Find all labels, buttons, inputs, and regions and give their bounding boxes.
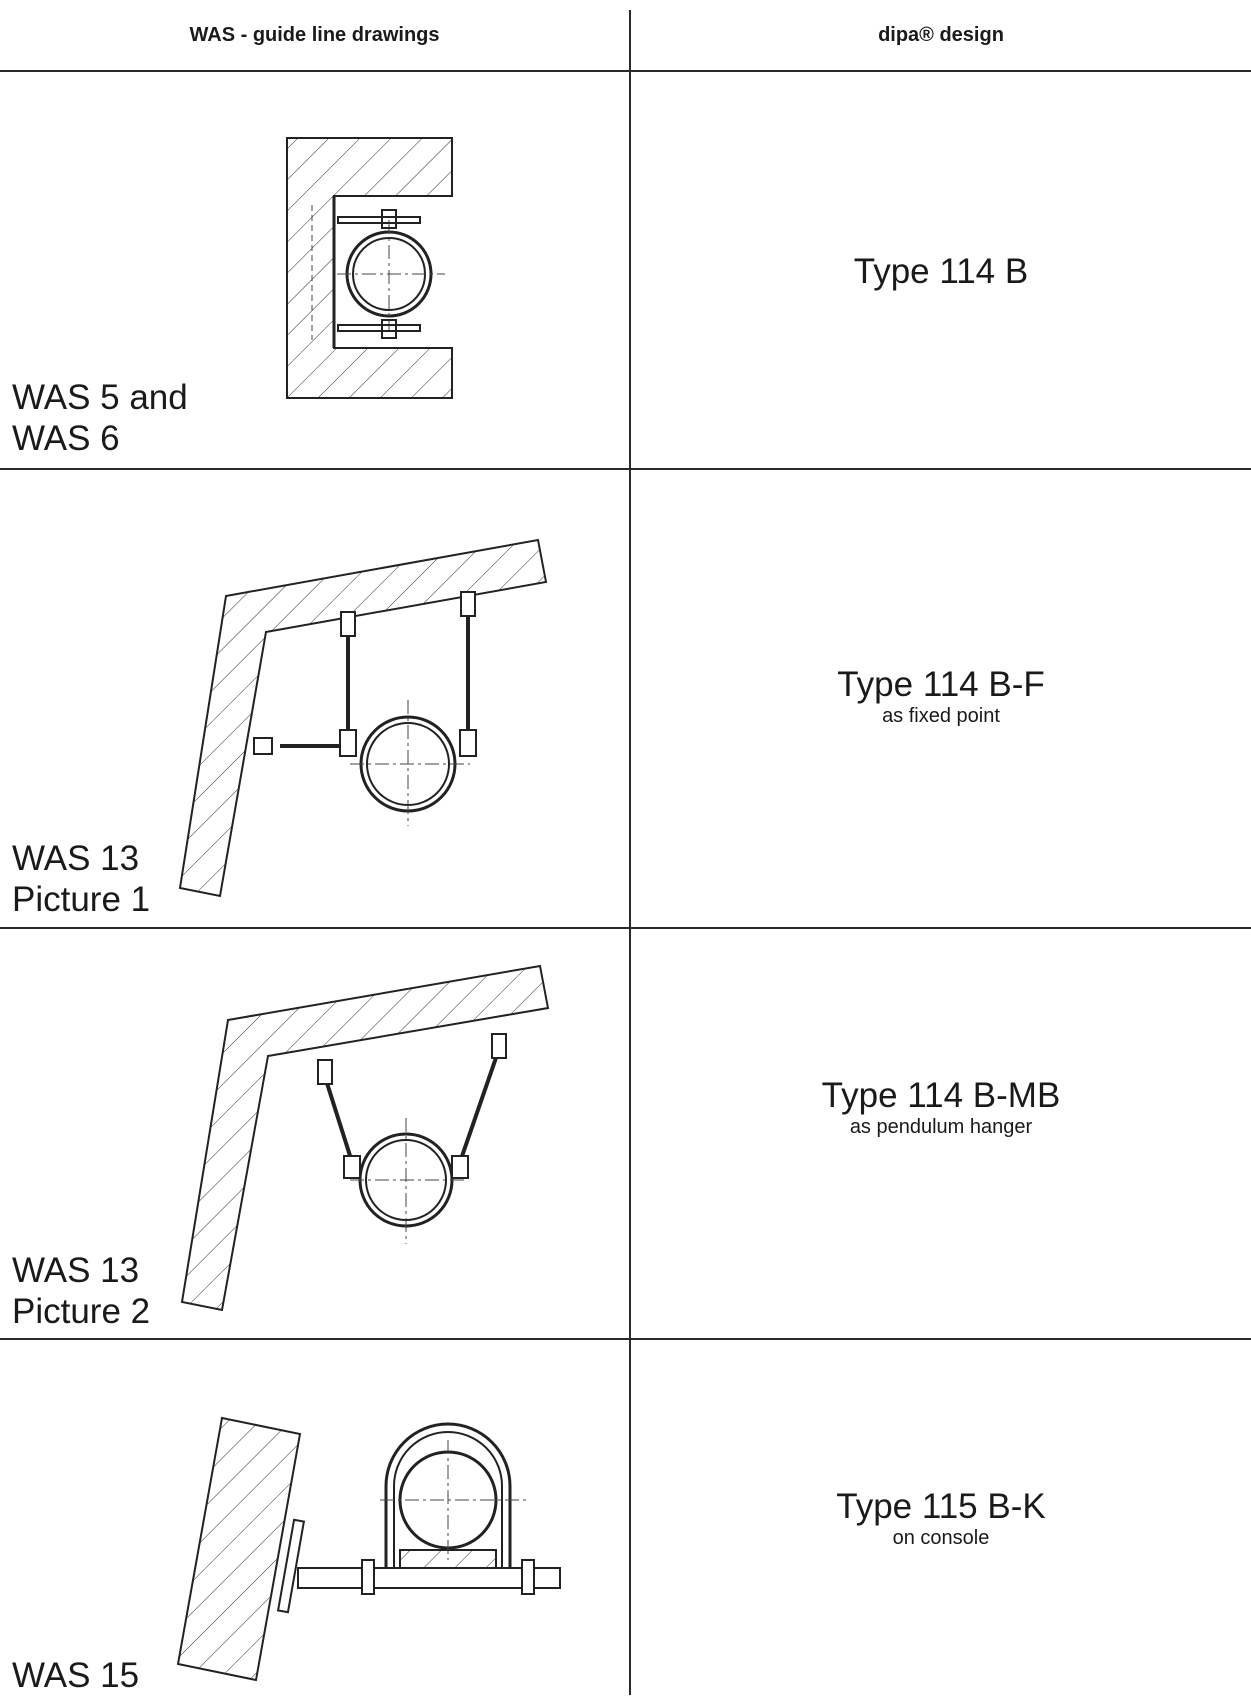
row-1-label-line-1: WAS 5 and <box>12 378 188 417</box>
row-1-label-line-2: WAS 6 <box>12 419 120 458</box>
header-divider <box>0 70 1251 72</box>
row-3-design: Type 114 B-MB as pendulum hanger <box>631 1076 1251 1138</box>
row-1-label: WAS 5 and WAS 6 <box>12 377 188 459</box>
row-4-type-note: on console <box>892 1527 990 1549</box>
row-2-label: WAS 13 Picture 1 <box>12 838 150 920</box>
column-header-drawings: WAS - guide line drawings <box>189 23 440 46</box>
row-3-type-name: Type 114 B-MB <box>821 1076 1061 1115</box>
row-divider-1 <box>0 468 1251 470</box>
row-divider-2 <box>0 927 1251 929</box>
row-4-label: WAS 15 <box>12 1655 139 1696</box>
row-1-type-name: Type 114 B <box>853 252 1029 291</box>
row-4-label-line-1: WAS 15 <box>12 1656 140 1695</box>
row-1-design: Type 114 B <box>631 252 1251 292</box>
row-2-type-note: as fixed point <box>882 705 1000 727</box>
row-2-type-name: Type 114 B-F <box>837 665 1045 704</box>
row-4-design: Type 115 B-K on console <box>631 1487 1251 1549</box>
row-3-type-note: as pendulum hanger <box>849 1116 1033 1138</box>
row-2-label-line-1: WAS 13 <box>12 839 140 878</box>
column-header-design: dipa® design <box>878 23 1004 46</box>
row-4-type-name: Type 115 B-K <box>836 1487 1046 1526</box>
row-2-design: Type 114 B-F as fixed point <box>631 665 1251 727</box>
row-3-label-line-1: WAS 13 <box>12 1251 140 1290</box>
column-divider <box>629 10 631 1695</box>
row-3-label-line-2: Picture 2 <box>12 1292 151 1331</box>
row-2-label-line-2: Picture 1 <box>12 880 151 919</box>
row-divider-3 <box>0 1338 1251 1340</box>
row-3-label: WAS 13 Picture 2 <box>12 1250 150 1332</box>
